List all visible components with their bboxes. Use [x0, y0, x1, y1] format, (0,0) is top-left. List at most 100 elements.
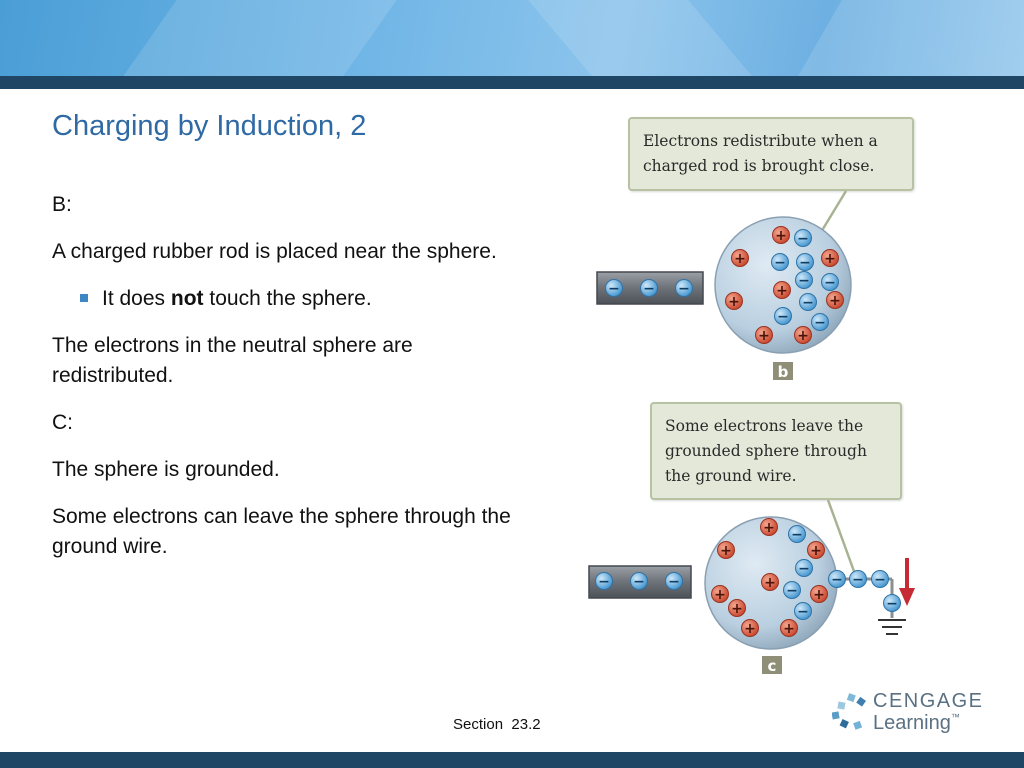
negative-charge	[795, 559, 813, 577]
minus-sign: −	[798, 561, 810, 577]
bullet-item: It does not touch the sphere.	[52, 284, 522, 314]
label-b-box	[773, 362, 793, 380]
callout-b: Electrons redistribute when a charged ro…	[628, 117, 914, 191]
negative-charge	[796, 253, 814, 271]
section-b-result: The electrons in the neutral sphere are …	[52, 334, 413, 387]
positive-charge	[780, 619, 798, 637]
label-c: c	[768, 657, 777, 675]
minus-sign: −	[668, 574, 680, 590]
negative-charge	[811, 313, 829, 331]
plus-sign: +	[829, 293, 841, 309]
section-reference: Section 23.2	[453, 716, 541, 733]
plus-sign: +	[783, 621, 795, 637]
plus-sign: +	[720, 543, 732, 559]
negative-charge	[595, 572, 613, 590]
plus-sign: +	[776, 283, 788, 299]
minus-sign: −	[799, 255, 811, 271]
callout-c-line: the ground wire.	[665, 467, 797, 485]
callout-c-line: grounded sphere through	[665, 442, 867, 460]
positive-charge	[761, 573, 779, 591]
section-b-label: B:	[52, 193, 72, 216]
negative-charge	[783, 581, 801, 599]
minus-sign: −	[797, 231, 809, 247]
negative-charge	[883, 594, 901, 612]
section-label: Section	[453, 716, 504, 733]
callout-c: Some electrons leave the grounded sphere…	[650, 402, 902, 500]
footer-stripe	[0, 752, 1024, 768]
callout-c-line: Some electrons leave the	[665, 417, 864, 435]
plus-sign: +	[775, 228, 787, 244]
positive-charge	[725, 292, 743, 310]
positive-charge	[807, 541, 825, 559]
positive-charge	[731, 249, 749, 267]
callout-b-line: charged rod is brought close.	[643, 157, 875, 175]
negative-charge	[640, 279, 658, 297]
callout-b-line: Electrons redistribute when a	[643, 132, 878, 150]
minus-sign: −	[774, 255, 786, 271]
section-c-label: C:	[52, 411, 73, 434]
negative-charge	[771, 253, 789, 271]
minus-sign: −	[802, 295, 814, 311]
minus-sign: −	[852, 572, 864, 588]
minus-sign: −	[824, 275, 836, 291]
minus-sign: −	[608, 281, 620, 297]
minus-sign: −	[777, 309, 789, 325]
positive-charge	[821, 249, 839, 267]
negative-charge	[630, 572, 648, 590]
bullet-marker	[80, 294, 88, 302]
logo-word-learning: Learning™	[873, 712, 960, 735]
negative-charge	[799, 293, 817, 311]
slide-body: B: A charged rubber rod is placed near t…	[52, 190, 522, 579]
label-c-box	[762, 656, 782, 674]
positive-charge	[717, 541, 735, 559]
callout-c-pointer	[826, 499, 857, 575]
minus-sign: −	[874, 572, 886, 588]
minus-sign: −	[814, 315, 826, 331]
plus-sign: +	[731, 601, 743, 617]
section-number: 23.2	[511, 716, 541, 733]
plus-sign: +	[728, 294, 740, 310]
charges-b: −−−+−+−−+−−+−++−−++	[605, 226, 844, 344]
bullet-emphasis: not	[170, 287, 204, 310]
electron-flow-arrow	[899, 558, 915, 606]
ground-symbol	[878, 619, 906, 635]
negative-charge	[849, 570, 867, 588]
positive-charge	[741, 619, 759, 637]
positive-charge	[772, 226, 790, 244]
section-c-text: The sphere is grounded.	[52, 458, 280, 481]
minus-sign: −	[633, 574, 645, 590]
positive-charge	[794, 326, 812, 344]
header-banner	[0, 0, 1024, 76]
minus-sign: −	[643, 281, 655, 297]
negative-charge	[794, 602, 812, 620]
positive-charge	[760, 518, 778, 536]
logo-trademark: ™	[950, 712, 960, 722]
negative-charge	[605, 279, 623, 297]
negative-charge	[788, 525, 806, 543]
negative-charge	[794, 229, 812, 247]
negative-charge	[774, 307, 792, 325]
minus-sign: −	[598, 574, 610, 590]
positive-charge	[711, 585, 729, 603]
plus-sign: +	[764, 575, 776, 591]
logo-mark-icon	[832, 693, 866, 730]
negative-charge	[795, 271, 813, 289]
header-stripe	[0, 76, 1024, 89]
logo-word-cengage: CENGAGE	[873, 690, 984, 712]
plus-sign: +	[758, 328, 770, 344]
positive-charge	[728, 599, 746, 617]
bullet-prefix: It does	[102, 287, 171, 310]
bullet-suffix: touch the sphere.	[203, 287, 372, 310]
section-b-text: A charged rubber rod is placed near the …	[52, 240, 497, 263]
section-c-result: Some electrons can leave the sphere thro…	[52, 505, 511, 558]
charges-c: −−−+−++−+−++−+++−−−−	[595, 518, 901, 637]
minus-sign: −	[798, 273, 810, 289]
negative-charge	[871, 570, 889, 588]
slide-title: Charging by Induction, 2	[52, 110, 367, 142]
minus-sign: −	[786, 583, 798, 599]
plus-sign: +	[714, 587, 726, 603]
negative-charge	[821, 273, 839, 291]
positive-charge	[826, 291, 844, 309]
plus-sign: +	[734, 251, 746, 267]
